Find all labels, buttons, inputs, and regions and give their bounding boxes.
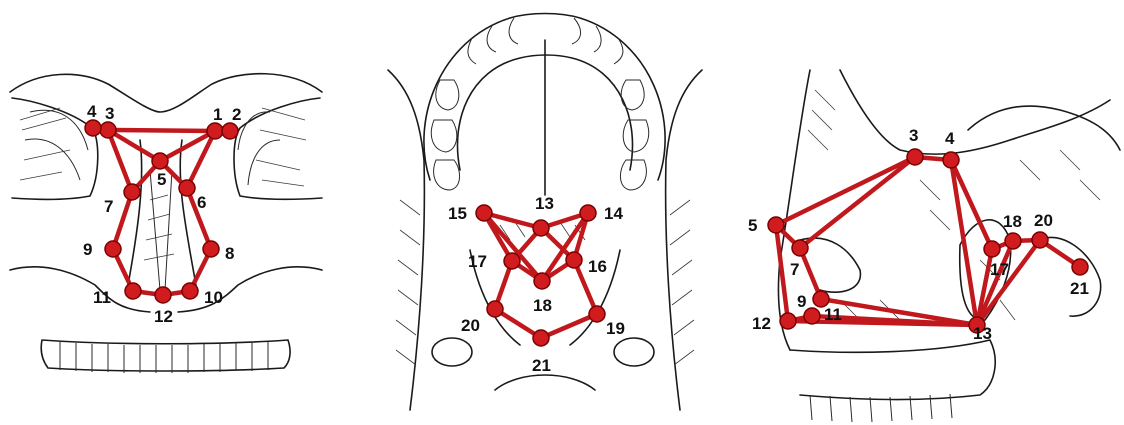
lateral-landmark-label-18: 18	[1003, 212, 1022, 231]
frontal-landmark-2	[222, 123, 238, 139]
lateral-landmark-18	[1005, 233, 1021, 249]
palatal-landmark-20	[487, 301, 503, 317]
lateral-landmark-17	[984, 241, 1000, 257]
frontal-edge-3-1	[108, 130, 215, 131]
frontal-landmark-label-12: 12	[154, 307, 173, 326]
palatal-landmark-label-18: 18	[533, 296, 552, 315]
lateral-landmark-7	[792, 240, 808, 256]
frontal-landmark-1	[207, 123, 223, 139]
lateral-landmark-label-21: 21	[1070, 279, 1089, 298]
palatal-landmark-16	[566, 252, 582, 268]
frontal-landmark-3	[100, 122, 116, 138]
frontal-landmark-label-6: 6	[197, 193, 206, 212]
lateral-landmark-21	[1072, 259, 1088, 275]
frontal-landmark-12	[155, 287, 171, 303]
frontal-landmark-10	[182, 283, 198, 299]
frontal-skull-sketch	[10, 74, 322, 373]
frontal-landmark-label-3: 3	[105, 104, 114, 123]
frontal-landmark-8	[203, 241, 219, 257]
palatal-landmark-label-19: 19	[606, 319, 625, 338]
frontal-landmark-label-11: 11	[93, 288, 111, 307]
palatal-landmark-label-13: 13	[535, 194, 554, 213]
frontal-landmark-label-2: 2	[232, 105, 241, 124]
lateral-landmark-label-3: 3	[909, 126, 918, 145]
landmark-edges	[93, 128, 1080, 338]
frontal-landmark-label-1: 1	[213, 105, 222, 124]
frontal-landmark-label-5: 5	[157, 170, 166, 189]
frontal-landmark-9	[105, 241, 121, 257]
lateral-landmark-12	[780, 313, 796, 329]
frontal-landmark-label-9: 9	[83, 240, 92, 259]
lateral-edge-5-12	[776, 225, 788, 321]
frontal-landmark-4	[85, 120, 101, 136]
palatal-landmark-13	[533, 220, 549, 236]
frontal-landmark-11	[125, 283, 141, 299]
palatal-landmark-17	[504, 253, 520, 269]
palatal-landmark-label-14: 14	[604, 204, 623, 223]
palatal-landmark-label-15: 15	[448, 204, 467, 223]
palatal-landmark-15	[476, 205, 492, 221]
lateral-landmark-label-13: 13	[973, 324, 992, 343]
lateral-landmark-label-12: 12	[752, 314, 771, 333]
palatal-landmark-label-20: 20	[461, 316, 480, 335]
frontal-landmark-7	[124, 184, 140, 200]
frontal-landmark-label-8: 8	[225, 244, 234, 263]
palatal-landmark-14	[580, 205, 596, 221]
lateral-landmark-label-20: 20	[1034, 211, 1053, 230]
frontal-landmark-label-4: 4	[87, 102, 97, 121]
lateral-landmark-label-4: 4	[945, 129, 955, 148]
lateral-landmark-label-7: 7	[790, 260, 799, 279]
lateral-landmark-label-9: 9	[797, 292, 806, 311]
lateral-landmark-3	[907, 149, 923, 165]
frontal-landmark-label-7: 7	[104, 197, 113, 216]
palatal-landmark-label-21: 21	[532, 356, 551, 375]
frontal-landmark-6	[179, 180, 195, 196]
palatal-landmark-label-17: 17	[468, 252, 487, 271]
lateral-landmark-label-5: 5	[748, 216, 757, 235]
palatal-edge-15-18	[484, 213, 542, 281]
palatal-landmark-21	[533, 330, 549, 346]
lateral-skull-sketch	[778, 70, 1120, 422]
lateral-landmark-4	[943, 152, 959, 168]
palatal-landmark-18	[534, 273, 550, 289]
palatal-landmark-19	[589, 306, 605, 322]
lateral-landmark-label-11: 11	[824, 305, 842, 324]
frontal-edge-7-9	[113, 192, 132, 249]
frontal-landmark-label-10: 10	[204, 288, 223, 307]
lateral-landmark-20	[1032, 232, 1048, 248]
palatal-landmark-label-16: 16	[588, 257, 607, 276]
lateral-landmark-label-17: 17	[990, 260, 1009, 279]
lateral-landmark-5	[768, 217, 784, 233]
frontal-landmark-5	[152, 153, 168, 169]
